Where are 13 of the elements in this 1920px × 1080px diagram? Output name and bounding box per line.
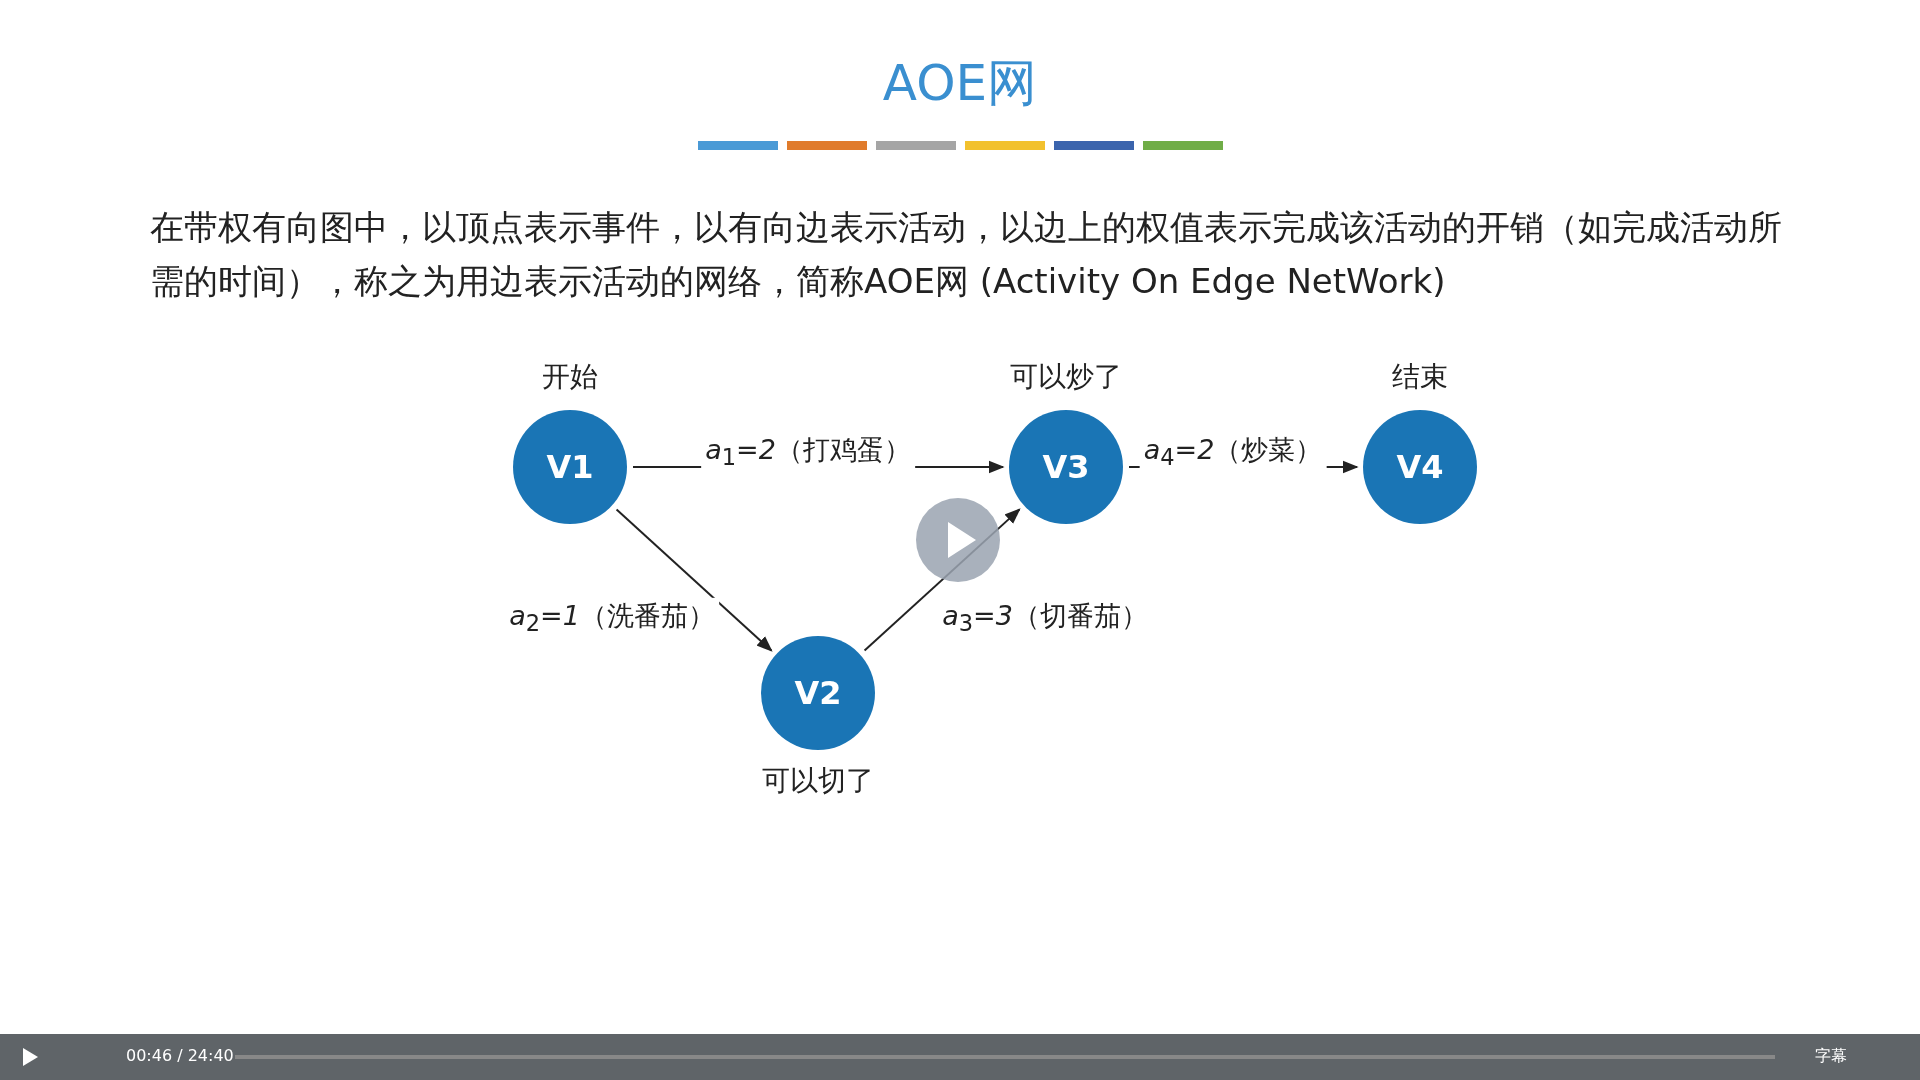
arrow — [615, 508, 773, 652]
node-label: V1 — [546, 448, 594, 486]
subtitle-toggle: 字幕 — [1815, 1046, 1847, 1067]
node-label: V3 — [1042, 448, 1090, 486]
event-caption: 可以炒了 — [1010, 359, 1122, 395]
event-caption: 开始 — [542, 359, 598, 395]
slide-title: AOE网 — [881, 53, 1039, 114]
event-caption: 结束 — [1392, 359, 1448, 395]
node-label: V2 — [794, 674, 842, 712]
definition-text: 在带权有向图中，以顶点表示事件，以有向边表示活动，以边上的权值表示完成该活动的开销（如完成活动所需的时间），称之为用边表示活动的网络，简称AOE网 (Activity On Edge NetWork) — [150, 206, 1783, 303]
time-display: 00:46 / 24:40 — [126, 1046, 234, 1065]
node-label: V4 — [1396, 448, 1444, 486]
event-caption: 可以切了 — [762, 763, 874, 799]
